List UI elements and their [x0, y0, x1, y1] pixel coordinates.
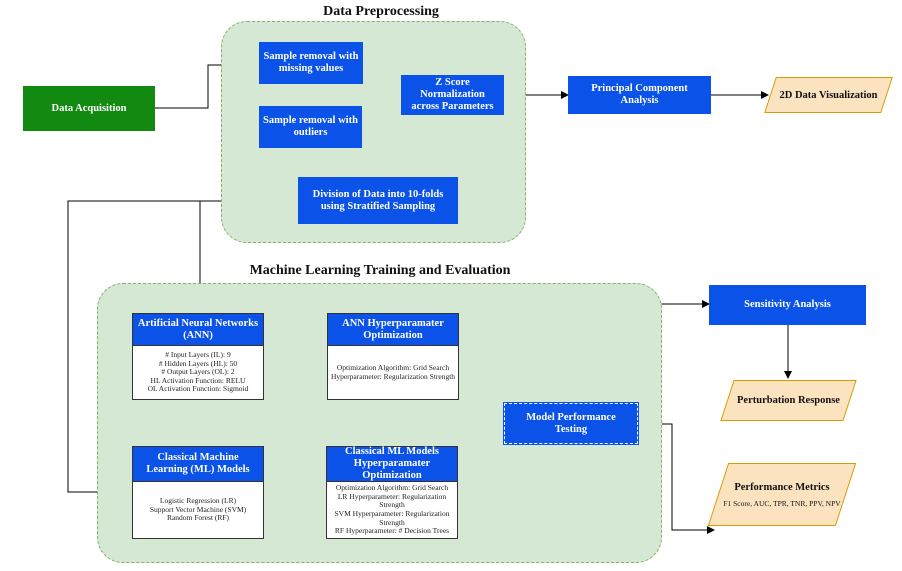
ml-optimization-line: SVM Hyperparameter: Regularization Stren… — [334, 509, 450, 527]
sample-removal-outliers-box[interactable]: Sample removal with outliers — [259, 106, 362, 148]
visualization-2d-output[interactable]: 2D Data Visualization — [764, 77, 893, 113]
ann-optimization-title: ANN Hyperparamater Optimization — [328, 314, 458, 346]
ann-optimization-body: Optimization Algorithm: Grid Search Hype… — [328, 346, 458, 399]
pca-box[interactable]: Principal Component Analysis — [568, 76, 711, 114]
ann-optimization-line: Optimization Algorithm: Grid Search — [336, 362, 450, 372]
ann-detail-line: # Hidden Layers (HL): 50 — [158, 358, 238, 368]
z-score-box[interactable]: Z Score Normalization across Parameters — [401, 75, 504, 115]
ann-detail-line: # Input Layers (IL): 9 — [165, 350, 231, 360]
ml-models-body: Logistic Regression (LR) Support Vector … — [133, 482, 263, 538]
model-testing-box[interactable]: Model Performance Testing — [503, 402, 639, 445]
ml-models-line: Logistic Regression (LR) — [159, 496, 237, 506]
ml-optimization-line: LR Hyperparameter: Regularization Streng… — [337, 491, 447, 510]
preprocessing-title: Data Preprocessing — [323, 4, 439, 19]
perturbation-label: Perturbation Response — [737, 395, 840, 406]
ann-detail-line: # Output Layers (OL): 2 — [161, 367, 235, 377]
ann-optimization-line: Hyperparameter: Regularization Strength — [330, 371, 456, 381]
ml-optimization-line: Optimization Algorithm: Grid Search — [335, 483, 449, 493]
performance-metrics-label: Performance Metrics — [734, 481, 830, 493]
performance-metrics-output[interactable]: Performance Metrics F1 Score, AUC, TPR, … — [707, 463, 857, 526]
ml-models-card[interactable]: Classical Machine Learning (ML) Models L… — [132, 446, 264, 539]
sensitivity-analysis-box[interactable]: Sensitivity Analysis — [709, 285, 866, 325]
ann-optimization-card[interactable]: ANN Hyperparamater Optimization Optimiza… — [327, 313, 459, 400]
visualization-2d-label: 2D Data Visualization — [779, 89, 878, 101]
perturbation-output[interactable]: Perturbation Response — [720, 380, 857, 421]
ml-optimization-title: Classical ML Models Hyperparamater Optim… — [327, 446, 457, 482]
division-folds-box[interactable]: Division of Data into 10-folds using Str… — [298, 177, 458, 224]
ann-card-title: Artificial Neural Networks (ANN) — [133, 314, 263, 346]
ann-card[interactable]: Artificial Neural Networks (ANN) # Input… — [132, 313, 264, 400]
ml-optimization-card[interactable]: Classical ML Models Hyperparamater Optim… — [326, 446, 458, 539]
data-acquisition-box[interactable]: Data Acquisition — [23, 86, 155, 131]
performance-metrics-detail: F1 Score, AUC, TPR, TNR, PPV, NPV — [723, 498, 841, 508]
ml-title: Machine Learning Training and Evaluation — [249, 263, 511, 278]
ml-optimization-line: RF Hyperparameter: # Decision Trees — [334, 526, 450, 536]
ml-models-line: Support Vector Machine (SVM) — [149, 504, 247, 514]
ml-optimization-body: Optimization Algorithm: Grid Search LR H… — [327, 482, 457, 538]
ann-detail-line: OL Activation Function: Sigmoid — [147, 384, 249, 394]
sample-removal-missing-box[interactable]: Sample removal with missing values — [259, 42, 363, 84]
ml-models-title: Classical Machine Learning (ML) Models — [133, 447, 263, 482]
ml-models-line: Random Forest (RF) — [166, 513, 230, 523]
ann-detail-line: HL Activation Function: RELU — [150, 375, 246, 385]
ann-card-body: # Input Layers (IL): 9 # Hidden Layers (… — [133, 346, 263, 399]
